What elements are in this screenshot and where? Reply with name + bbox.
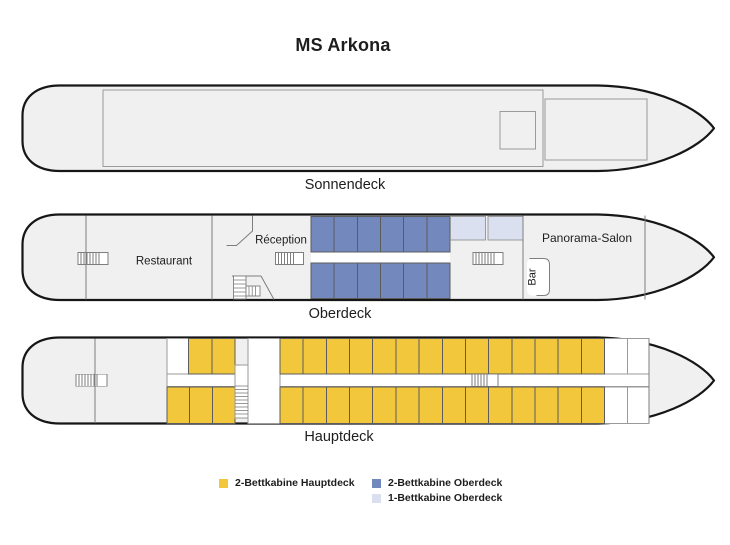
bar-counter [529, 258, 550, 296]
stairwell-icon [234, 364, 249, 419]
deck-sonnendeck [21, 84, 716, 173]
cabin-2bett-hauptdeck [557, 338, 582, 375]
deck-oberdeck [21, 213, 716, 302]
corridor [311, 252, 450, 263]
cabin-2bett-oberdeck [426, 216, 451, 253]
cabin-2bett-hauptdeck [302, 338, 327, 375]
restaurant-label: Restaurant [135, 255, 193, 268]
cabin-2bett-hauptdeck [557, 386, 582, 424]
open-area [627, 386, 650, 424]
cabin-2bett-hauptdeck [441, 386, 466, 424]
cabin-2bett-hauptdeck [279, 386, 304, 424]
deck-hauptdeck [21, 336, 716, 425]
cabin-2bett-hauptdeck [580, 386, 606, 424]
cabin-2bett-hauptdeck [349, 338, 374, 375]
cabin-2bett-hauptdeck [279, 338, 304, 375]
hull-sonnendeck [21, 84, 716, 173]
cabin-2bett-hauptdeck [488, 386, 513, 424]
cabin-2bett-oberdeck [333, 216, 358, 253]
cabin-2bett-hauptdeck [302, 386, 327, 424]
cabin-2bett-hauptdeck [189, 386, 213, 424]
cabin-2bett-oberdeck [380, 216, 405, 253]
cabin-2bett-hauptdeck [418, 338, 443, 375]
cabin-2bett-hauptdeck [372, 386, 397, 424]
cabin-2bett-hauptdeck [534, 338, 559, 375]
sundeck-superstructure [102, 89, 544, 167]
cabin-2bett-hauptdeck [580, 338, 606, 375]
cabin-2bett-hauptdeck [325, 386, 351, 424]
cabin-2bett-hauptdeck [441, 338, 466, 375]
cabin-2bett-oberdeck [310, 216, 335, 253]
stairwell-icon [232, 275, 275, 300]
bar-area [527, 258, 550, 296]
cabin-2bett-hauptdeck [188, 338, 213, 375]
bar-label: Bar [526, 268, 539, 286]
reception-desk [226, 215, 253, 246]
cabin-2bett-hauptdeck [372, 338, 397, 375]
stairs-icon [75, 373, 108, 387]
open-area [166, 338, 189, 375]
open-area [247, 338, 281, 424]
open-area [604, 338, 628, 375]
sundeck-bow-structure [544, 98, 648, 161]
cabin-2bett-hauptdeck [511, 338, 536, 375]
stairs-icon [471, 373, 499, 387]
ship-name-title: MS Arkona [295, 35, 391, 55]
sonnendeck-label: Sonnendeck [304, 176, 386, 193]
cabin-2bett-hauptdeck [511, 386, 536, 424]
cabin-1bett-oberdeck [450, 216, 486, 241]
cabin-2bett-hauptdeck [464, 386, 490, 424]
cabin-2bett-oberdeck [426, 262, 451, 299]
cabin-2bett-hauptdeck [395, 386, 420, 424]
cabin-2bett-hauptdeck [534, 386, 559, 424]
cabin-2bett-oberdeck [403, 262, 428, 299]
cabin-2bett-oberdeck [403, 216, 428, 253]
cabin-2bett-hauptdeck [418, 386, 443, 424]
cabin-2bett-hauptdeck [211, 338, 236, 375]
reception-label: Réception [255, 234, 307, 247]
open-area [627, 338, 650, 375]
cabin-2bett-hauptdeck [464, 338, 490, 375]
stairs-icon [275, 252, 304, 265]
cabin-1bett-oberdeck [487, 216, 524, 241]
oberdeck-label: Oberdeck [308, 305, 372, 322]
stairs-icon [472, 252, 504, 265]
open-area [604, 386, 628, 424]
cabin-2bett-hauptdeck [488, 338, 513, 375]
panorama-salon-label: Panorama-Salon [541, 231, 633, 245]
cabin-2bett-hauptdeck [325, 338, 351, 375]
cabin-2bett-hauptdeck [349, 386, 374, 424]
cabin-2bett-oberdeck [310, 262, 335, 299]
cabin-2bett-oberdeck [333, 262, 358, 299]
sundeck-deckhouse [499, 111, 536, 150]
cabin-2bett-hauptdeck [211, 386, 236, 424]
stairs-icon [77, 252, 109, 265]
cabin-2bett-oberdeck [380, 262, 405, 299]
cabin-2bett-hauptdeck [395, 338, 420, 375]
cabin-2bett-oberdeck [356, 216, 381, 253]
cabin-2bett-oberdeck [356, 262, 381, 299]
cabin-2bett-hauptdeck [166, 386, 191, 424]
hauptdeck-label: Hauptdeck [304, 428, 374, 445]
